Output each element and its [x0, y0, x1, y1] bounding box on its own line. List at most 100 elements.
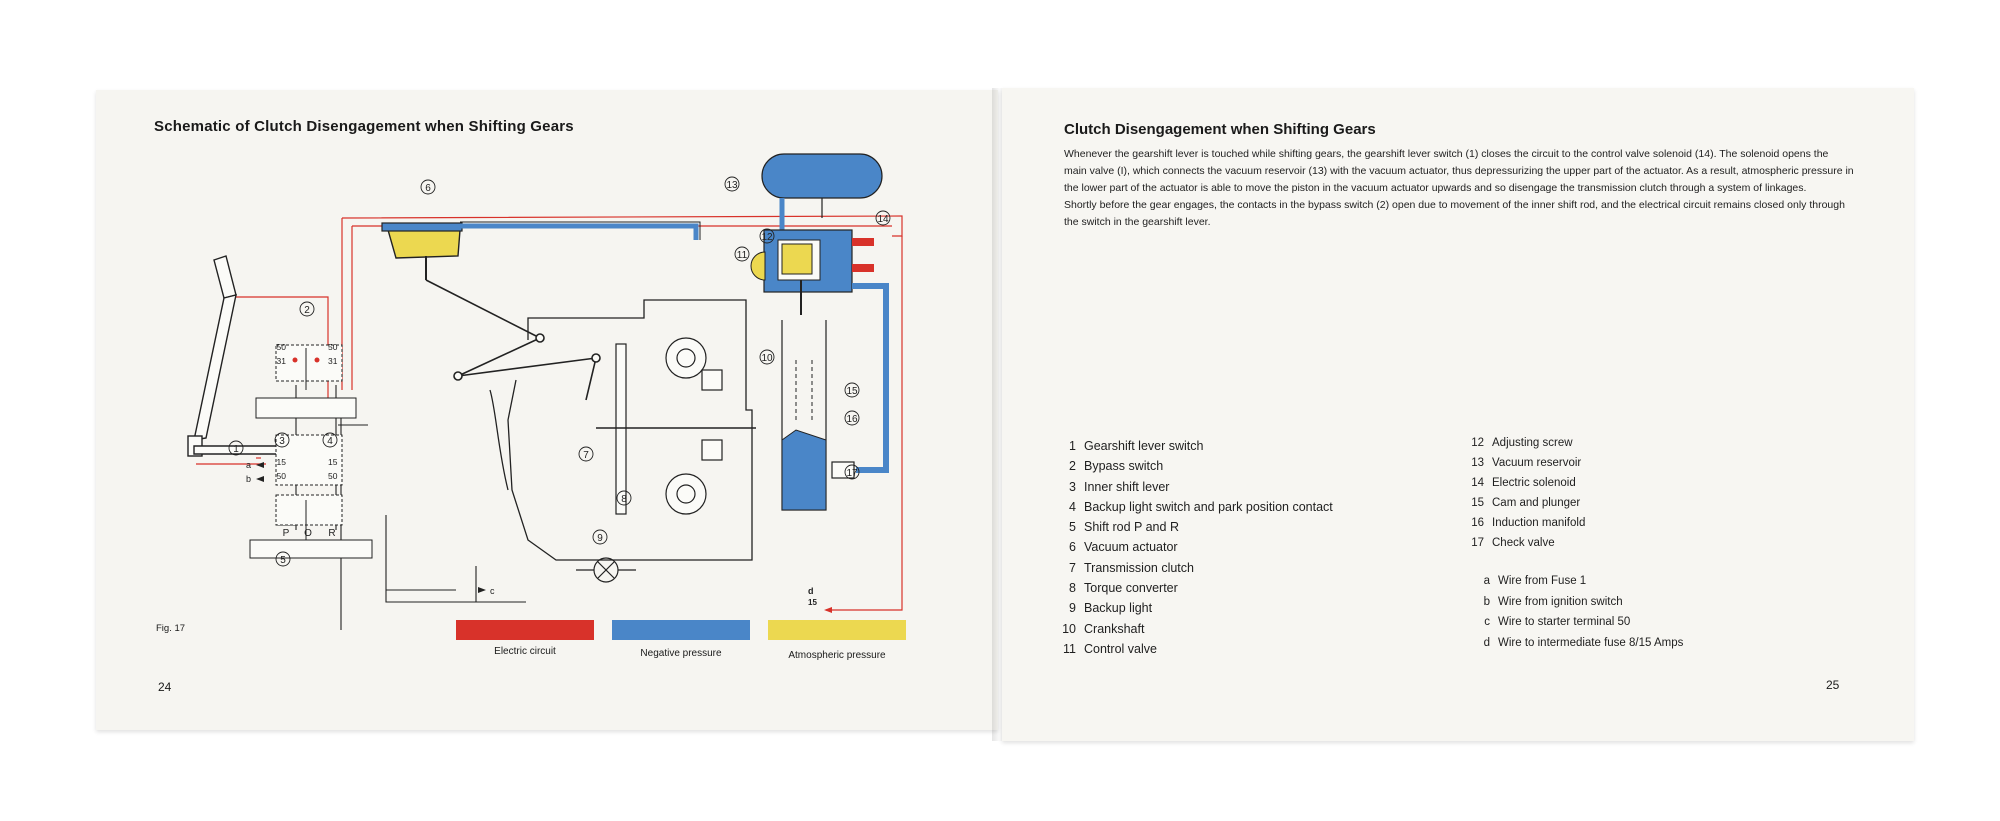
svg-text:15: 15 [846, 386, 858, 397]
selector-labels: P O R [283, 528, 336, 539]
vacuum-actuator [381, 222, 463, 280]
wire-letters: a b c d 15 [246, 460, 817, 607]
svg-text:b: b [246, 474, 251, 484]
key-negative-swatch [612, 620, 750, 640]
svg-text:50: 50 [277, 342, 287, 352]
svg-text:12: 12 [761, 232, 773, 243]
torque-converter-shape [596, 337, 756, 515]
callout-16: 16 [844, 410, 860, 426]
vacuum-line-upper [460, 223, 699, 240]
callout-5: 5 [275, 551, 291, 567]
induction-manifold-shape [781, 320, 855, 511]
arrow-heads [256, 462, 832, 613]
callout-3: 3 [274, 432, 290, 448]
svg-text:R: R [328, 528, 335, 539]
svg-text:O: O [304, 528, 312, 539]
paragraph-1: Whenever the gearshift lever is touched … [1064, 148, 1854, 194]
svg-text:50: 50 [328, 471, 338, 481]
clutch-schematic: 1 2 3 4 5 6 7 8 9 10 11 12 13 14 15 16 1… [187, 153, 903, 630]
svg-text:31: 31 [277, 356, 287, 366]
svg-text:17: 17 [846, 468, 858, 479]
transmission-housing [489, 299, 753, 561]
svg-text:a: a [246, 460, 251, 470]
key-negative-label: Negative pressure [640, 648, 722, 659]
key-atmospheric-swatch [768, 620, 906, 640]
left-page: Schematic of Clutch Disengagement when S… [96, 90, 998, 730]
svg-text:50: 50 [277, 471, 287, 481]
callout-13: 13 [724, 176, 740, 192]
callout-17: 17 [844, 464, 860, 480]
control-valve-shape [750, 229, 874, 315]
callout-8: 8 [616, 490, 632, 506]
callout-12: 12 [759, 228, 775, 244]
page-number-left: 24 [158, 680, 172, 694]
vacuum-reservoir-shape [761, 153, 883, 240]
page-title: Clutch Disengagement when Shifting Gears [1064, 121, 1376, 138]
svg-text:8: 8 [621, 494, 627, 505]
diagram-callouts: 1 2 3 4 5 6 7 8 9 10 11 12 13 14 15 16 1… [228, 176, 891, 567]
svg-text:15: 15 [277, 457, 287, 467]
callout-9: 9 [592, 529, 608, 545]
svg-text:9: 9 [597, 533, 603, 544]
callout-15: 15 [844, 382, 860, 398]
svg-text:3: 3 [279, 436, 285, 447]
terminal-labels: 50 50 31 31 15 15 50 50 [277, 342, 338, 481]
clutch-linkage [425, 279, 601, 401]
callout-10: 10 [759, 349, 775, 365]
callout-14: 14 [875, 210, 891, 226]
vacuum-line-upper-outline [460, 221, 701, 240]
paragraph-2: Shortly before the gear engages, the con… [1064, 199, 1845, 228]
callout-11: 11 [734, 246, 750, 262]
callout-1: 1 [228, 440, 244, 456]
svg-text:13: 13 [726, 180, 738, 191]
svg-text:10: 10 [761, 353, 773, 364]
svg-text:11: 11 [737, 250, 748, 261]
svg-text:15: 15 [328, 457, 338, 467]
callout-2: 2 [299, 301, 315, 317]
svg-text:P: P [283, 528, 290, 539]
svg-text:16: 16 [846, 414, 858, 425]
figure-label: Fig. 17 [156, 623, 186, 634]
vacuum-line-manifold [852, 283, 889, 473]
description-text: Whenever the gearshift lever is touched … [1064, 146, 1854, 231]
svg-text:6: 6 [425, 183, 431, 194]
svg-text:15: 15 [808, 598, 817, 607]
callout-7: 7 [578, 446, 594, 462]
svg-text:31: 31 [328, 356, 338, 366]
key-atmospheric-label: Atmospheric pressure [788, 650, 886, 661]
callout-6: 6 [420, 179, 436, 195]
bypass-switch [249, 344, 373, 559]
diagram-title: Schematic of Clutch Disengagement when S… [154, 118, 574, 135]
page-number-right: 25 [1826, 678, 1840, 692]
key-electric-swatch [456, 620, 594, 640]
svg-text:50: 50 [328, 342, 338, 352]
svg-text:14: 14 [877, 214, 889, 225]
svg-text:5: 5 [280, 555, 286, 566]
svg-text:2: 2 [304, 305, 310, 316]
backup-light-shape [576, 557, 636, 583]
key-electric-label: Electric circuit [494, 646, 556, 657]
callout-4: 4 [322, 432, 338, 448]
